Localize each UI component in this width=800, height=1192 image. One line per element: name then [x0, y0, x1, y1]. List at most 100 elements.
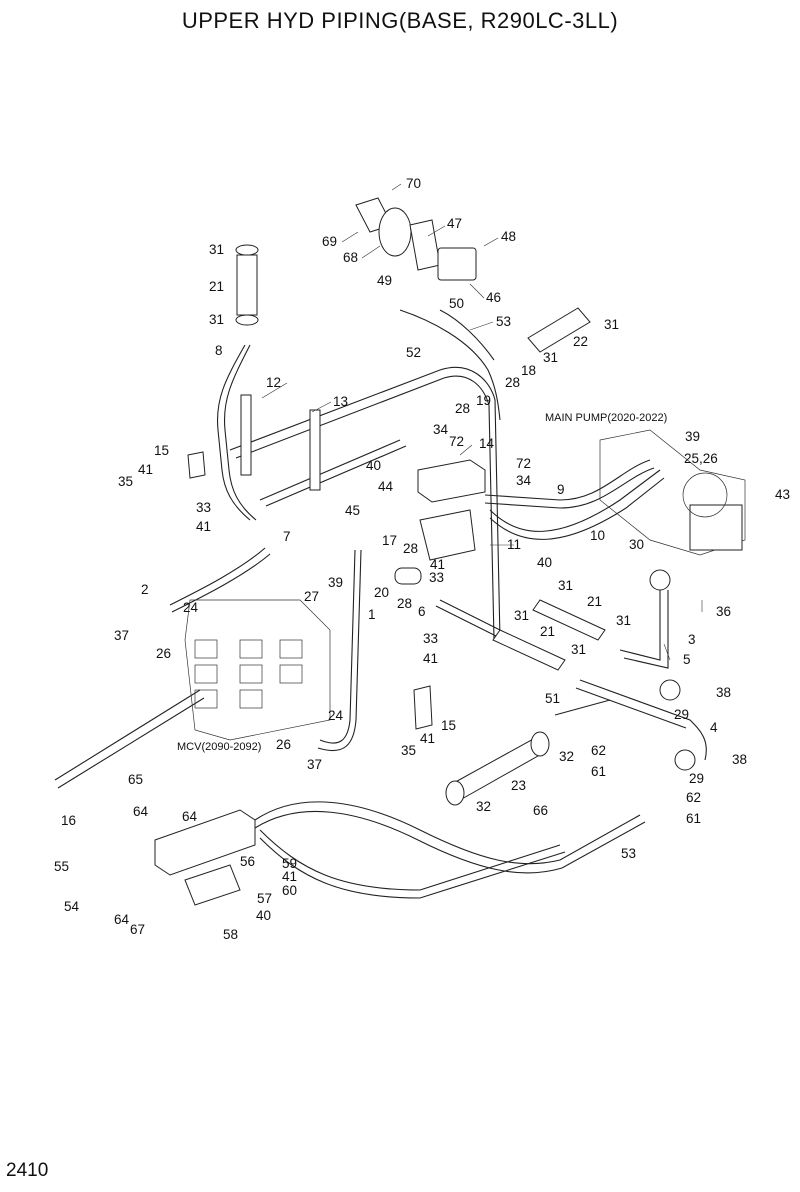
callout-28-c: 28 — [403, 541, 418, 556]
callout-58: 58 — [223, 927, 238, 942]
callout-1: 1 — [368, 607, 376, 622]
callout-48: 48 — [501, 229, 516, 244]
callout-16: 16 — [61, 813, 76, 828]
callout-67: 67 — [130, 922, 145, 937]
callout-53-b: 53 — [621, 846, 636, 861]
callout-56: 56 — [240, 854, 255, 869]
callout-notes: MAIN PUMP(2020-2022) MCV(2090-2092) — [177, 412, 667, 753]
callout-7: 7 — [283, 529, 291, 544]
callout-34-a: 34 — [433, 422, 449, 437]
callout-41-c: 41 — [430, 557, 445, 572]
callout-55: 55 — [54, 859, 69, 874]
callout-29-a: 29 — [674, 707, 689, 722]
callout-4: 4 — [710, 720, 718, 735]
callout-61-a: 61 — [591, 764, 606, 779]
callout-35-b: 35 — [401, 743, 416, 758]
callout-41-b: 41 — [196, 519, 211, 534]
callout-40-c: 40 — [256, 908, 271, 923]
callout-40-b: 40 — [537, 555, 552, 570]
callout-72-b: 72 — [516, 456, 531, 471]
callout-17: 17 — [382, 533, 397, 548]
callout-61-b: 61 — [686, 811, 701, 826]
main-pump-note: MAIN PUMP(2020-2022) — [545, 412, 667, 424]
callout-25-26: 25,26 — [684, 451, 718, 466]
callout-60: 60 — [282, 883, 297, 898]
callout-31-b: 31 — [209, 312, 224, 327]
callout-32-b: 32 — [476, 799, 491, 814]
callout-26-a: 26 — [156, 646, 171, 661]
callout-64-c: 64 — [114, 912, 130, 927]
callout-28-b: 28 — [455, 401, 470, 416]
callout-31-g: 31 — [514, 608, 529, 623]
callout-37-a: 37 — [114, 628, 129, 643]
callout-5: 5 — [683, 652, 691, 667]
callout-18: 18 — [521, 363, 536, 378]
callout-34-b: 34 — [516, 473, 532, 488]
callout-64-b: 64 — [182, 809, 198, 824]
callout-31-f: 31 — [616, 613, 631, 628]
callout-38-a: 38 — [716, 685, 731, 700]
callout-70: 70 — [406, 176, 421, 191]
callout-38-b: 38 — [732, 752, 747, 767]
callout-6: 6 — [418, 604, 426, 619]
components — [154, 197, 746, 906]
callout-45: 45 — [345, 503, 360, 518]
callout-31-h: 31 — [571, 642, 586, 657]
callout-41-e: 41 — [420, 731, 435, 746]
callout-14: 14 — [479, 436, 495, 451]
callout-22: 22 — [573, 334, 588, 349]
callout-24-b: 24 — [328, 708, 344, 723]
callout-23: 23 — [511, 778, 526, 793]
callout-11: 11 — [507, 537, 521, 552]
callout-41-d: 41 — [423, 651, 438, 666]
callout-31-a: 31 — [209, 242, 224, 257]
callout-44: 44 — [378, 479, 394, 494]
callout-64-a: 64 — [133, 804, 149, 819]
callout-36: 36 — [716, 604, 731, 619]
callout-65: 65 — [128, 772, 143, 787]
callout-49: 49 — [377, 273, 392, 288]
callout-47: 47 — [447, 216, 462, 231]
callout-27: 27 — [304, 589, 319, 604]
callout-39-b: 39 — [328, 575, 343, 590]
callout-31-e: 31 — [558, 578, 573, 593]
callout-26-b: 26 — [276, 737, 291, 752]
callout-8: 8 — [215, 343, 223, 358]
page-number: 2410 — [6, 1160, 49, 1181]
callout-54: 54 — [64, 899, 80, 914]
callout-21-b: 21 — [587, 594, 602, 609]
pipe-lines — [54, 309, 707, 899]
callout-46: 46 — [486, 290, 501, 305]
callout-33-c: 33 — [423, 631, 438, 646]
callout-20: 20 — [374, 585, 389, 600]
callout-28-d: 28 — [397, 596, 412, 611]
callout-69: 69 — [322, 234, 337, 249]
callout-33-b: 33 — [429, 570, 444, 585]
callout-19: 19 — [476, 393, 491, 408]
callout-3: 3 — [688, 632, 696, 647]
callout-66: 66 — [533, 803, 548, 818]
callout-37-b: 37 — [307, 757, 322, 772]
callout-21-a: 21 — [209, 279, 224, 294]
callout-43: 43 — [775, 487, 790, 502]
callout-15-a: 15 — [154, 443, 169, 458]
mcv-note: MCV(2090-2092) — [177, 741, 261, 753]
callout-labels: 70 69 68 47 48 46 49 50 31 21 31 8 12 13… — [54, 176, 790, 942]
callout-2: 2 — [141, 582, 149, 597]
callout-39-a: 39 — [685, 429, 700, 444]
callout-68: 68 — [343, 250, 358, 265]
callout-21-c: 21 — [540, 624, 555, 639]
callout-12: 12 — [266, 375, 281, 390]
callout-29-b: 29 — [689, 771, 704, 786]
callout-13: 13 — [333, 394, 348, 409]
callout-10: 10 — [590, 528, 605, 543]
callout-59: 59 — [282, 856, 297, 871]
callout-41-f: 41 — [282, 869, 297, 884]
callout-31-d: 31 — [543, 350, 558, 365]
page-title: UPPER HYD PIPING(BASE, R290LC-3LL) — [181, 8, 619, 33]
callout-57: 57 — [257, 891, 272, 906]
callout-9: 9 — [557, 482, 565, 497]
callout-51: 51 — [545, 691, 560, 706]
